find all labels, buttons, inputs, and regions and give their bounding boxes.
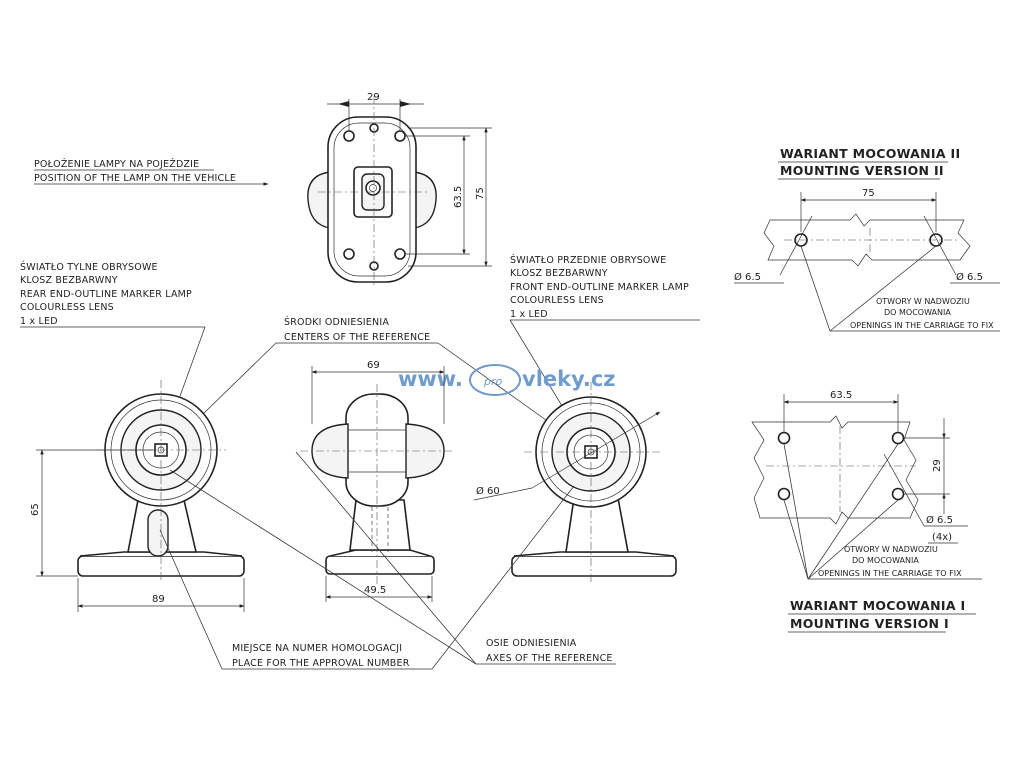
label-approval-pl: MIEJSCE NA NUMER HOMOLOGACJI bbox=[232, 643, 402, 654]
watermark-suffix: vleky.cz bbox=[522, 367, 616, 391]
mount2-hole-right: Ø 6.5 bbox=[956, 271, 983, 283]
callout-approval: MIEJSCE NA NUMER HOMOLOGACJI PLACE FOR T… bbox=[159, 485, 575, 670]
dim-side-height: 65 bbox=[30, 503, 41, 516]
dim-top-height: 63.5 bbox=[453, 186, 464, 208]
mount2-note-2: DO MOCOWANIA bbox=[884, 308, 951, 317]
dim-mid-base: 49.5 bbox=[364, 585, 386, 596]
mount1-note-1: OTWORY W NADWOZIU bbox=[844, 545, 938, 554]
label-front-en2: COLOURLESS LENS bbox=[510, 295, 604, 306]
label-approval-en: PLACE FOR THE APPROVAL NUMBER bbox=[232, 658, 410, 669]
label-front-en1: FRONT END-OUTLINE MARKER LAMP bbox=[510, 282, 689, 293]
label-rear-pl2: KLOSZ BEZBARWNY bbox=[20, 275, 118, 286]
dim-lens-diameter: Ø 60 bbox=[476, 485, 500, 497]
watermark: www. pro vleky.cz bbox=[398, 364, 616, 396]
callout-rear-lamp: ŚWIATŁO TYLNE OBRYSOWE KLOSZ BEZBARWNY R… bbox=[20, 261, 206, 447]
label-front-pl2: KLOSZ BEZBARWNY bbox=[510, 268, 608, 279]
label-centers-pl: ŚRODKI ODNIESIENIA bbox=[284, 316, 389, 328]
label-centers-en: CENTERS OF THE REFERENCE bbox=[284, 332, 430, 343]
mount1-count: (4x) bbox=[932, 532, 952, 543]
mount1-title-pl: WARIANT MOCOWANIA I bbox=[790, 598, 965, 613]
side-view: 69 49.5 bbox=[300, 360, 454, 602]
mount1-spacing-x: 63.5 bbox=[830, 390, 852, 401]
watermark-prefix: www. bbox=[398, 367, 463, 391]
mount2-title-pl: WARIANT MOCOWANIA II bbox=[780, 146, 960, 161]
mount2-title-en: MOUNTING VERSION II bbox=[780, 163, 944, 178]
mounting-version-2: WARIANT MOCOWANIA II MOUNTING VERSION II… bbox=[734, 146, 1000, 332]
dim-top-width: 29 bbox=[367, 92, 380, 103]
label-position-en: POSITION OF THE LAMP ON THE VEHICLE bbox=[34, 173, 236, 184]
label-front-pl1: ŚWIATŁO PRZEDNIE OBRYSOWE bbox=[510, 254, 666, 266]
label-rear-led: 1 x LED bbox=[20, 316, 58, 327]
label-rear-en2: COLOURLESS LENS bbox=[20, 302, 114, 313]
label-axes-pl: OSIE ODNIESIENIA bbox=[486, 638, 577, 649]
mount1-note-3: OPENINGS IN THE CARRIAGE TO FIX bbox=[818, 569, 962, 578]
mount2-note-1: OTWORY W NADWOZIU bbox=[876, 297, 970, 306]
dim-top-total: 75 bbox=[475, 187, 486, 200]
mounting-version-1: 63.5 29 Ø 6.5 (4x) OTWORY W NADWOZIU DO … bbox=[751, 390, 982, 633]
dim-side-base: 89 bbox=[152, 594, 165, 605]
label-front-led: 1 x LED bbox=[510, 309, 548, 320]
label-rear-en1: REAR END-OUTLINE MARKER LAMP bbox=[20, 289, 192, 300]
mount2-note-3: OPENINGS IN THE CARRIAGE TO FIX bbox=[850, 321, 994, 330]
dim-mid-width: 69 bbox=[367, 360, 380, 371]
mount1-title-en: MOUNTING VERSION I bbox=[790, 616, 949, 631]
watermark-pro: pro bbox=[483, 375, 503, 388]
front-lamp-view: Ø 60 bbox=[473, 382, 677, 582]
label-axes-en: AXES OF THE REFERENCE bbox=[486, 653, 613, 664]
mount1-note-2: DO MOCOWANIA bbox=[852, 556, 919, 565]
top-view: 29 63.5 75 bbox=[307, 92, 492, 288]
label-rear-pl1: ŚWIATŁO TYLNE OBRYSOWE bbox=[20, 261, 158, 273]
label-position-pl: POŁOŻENIE LAMPY NA POJEŹDZIE bbox=[34, 158, 199, 170]
callout-axes: OSIE ODNIESIENIA AXES OF THE REFERENCE bbox=[169, 451, 616, 665]
callout-position: POŁOŻENIE LAMPY NA POJEŹDZIE POSITION OF… bbox=[34, 158, 269, 186]
callout-front-lamp: ŚWIATŁO PRZEDNIE OBRYSOWE KLOSZ BEZBARWN… bbox=[509, 254, 700, 445]
mount2-spacing: 75 bbox=[862, 188, 875, 199]
mount1-hole: Ø 6.5 bbox=[926, 514, 953, 526]
mount2-hole-left: Ø 6.5 bbox=[734, 271, 761, 283]
rear-lamp-view: 65 89 bbox=[30, 380, 245, 612]
mount1-spacing-y: 29 bbox=[932, 459, 943, 472]
